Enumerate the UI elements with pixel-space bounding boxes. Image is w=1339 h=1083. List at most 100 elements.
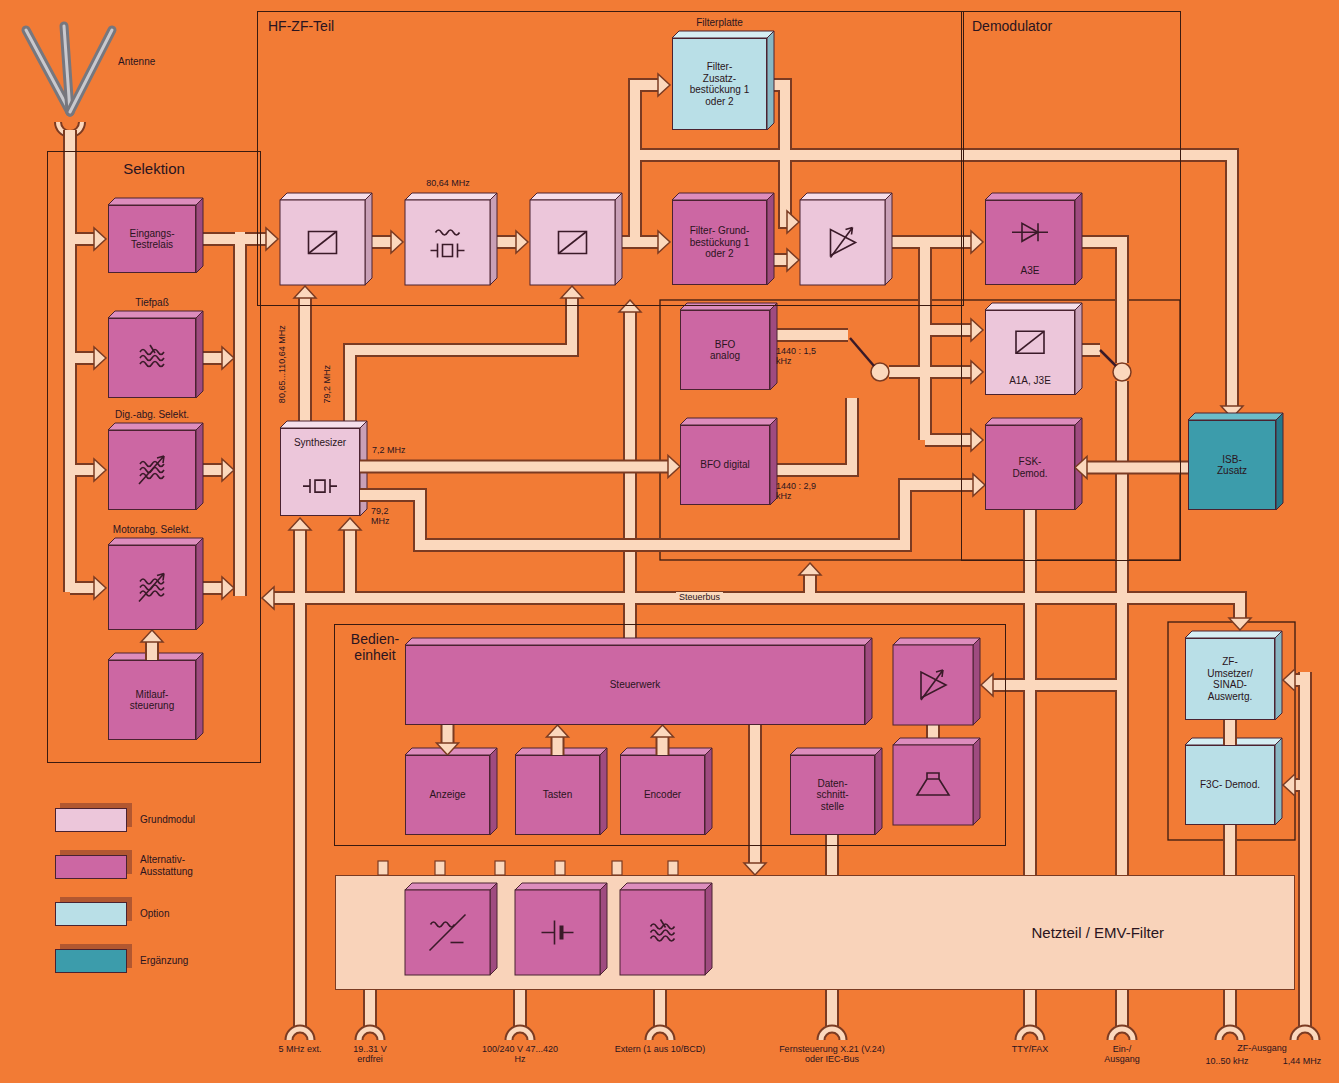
symbol-stroke [1016, 331, 1044, 353]
symbol-stroke [921, 670, 943, 700]
arrow-head [1283, 774, 1295, 796]
module-label: A3E [1021, 265, 1040, 277]
arrow-head [262, 587, 274, 609]
arrow-head [222, 347, 234, 369]
module-box: F3C- Demod. [1185, 745, 1275, 825]
band-outline [748, 725, 762, 865]
symbol-stroke [443, 245, 453, 257]
bevel-side [767, 193, 774, 285]
band-fill [196, 234, 268, 244]
group-heading: Netzteil / EMV-Filter [1031, 924, 1164, 941]
module-box: Tasten [515, 755, 600, 835]
signal-label: TTY/FAX [1000, 1044, 1060, 1054]
band-fill [1085, 463, 1188, 473]
module-box: BFO analog [680, 310, 770, 390]
signal-label: Ein-/ Ausgang [1094, 1044, 1150, 1065]
group-frame: Eingangs- TestrelaisTiefpaßDig.-abg. Sel… [48, 152, 260, 762]
module-box: Steuerwerk [405, 645, 865, 725]
bevel-side [1075, 303, 1082, 395]
band-outline [441, 725, 455, 745]
band-fill [365, 990, 375, 1026]
symbol-stroke [651, 924, 675, 929]
signal-label: 80,64 MHz [408, 178, 488, 188]
frames [26, 26, 1295, 875]
symbol-stroke [431, 244, 465, 258]
module-box: BFO digital [680, 425, 770, 505]
bevel-top [405, 638, 872, 645]
bevel-side [1276, 413, 1283, 510]
signal-label: 1440 : 1,5 kHz [776, 346, 824, 367]
band-fill [655, 990, 665, 1026]
bevel-side [770, 303, 777, 390]
module-face [405, 200, 490, 285]
arrow-head [222, 459, 234, 481]
bevel-top [280, 421, 367, 428]
bevel-top [515, 883, 607, 890]
vamp-symbol [831, 228, 856, 258]
signal-label: Fernsteuerung X.21 (V.24) oder IEC-Bus [777, 1044, 887, 1065]
group-heading: Demodulator [972, 18, 1052, 34]
symbol-stroke [139, 456, 164, 484]
band-outline [1223, 720, 1237, 745]
module-box: Tiefpaß [108, 318, 196, 398]
band-fill [147, 640, 157, 660]
module-box: Dig.-abg. Selekt. [108, 430, 196, 510]
band-fill [1300, 672, 1310, 1026]
module-box: A1A, J3E [985, 310, 1075, 395]
symbol-stroke [1022, 223, 1038, 241]
bevel-side [196, 653, 203, 740]
arrow-head [787, 211, 799, 233]
connectors [141, 456, 1230, 876]
bevel-side [885, 193, 892, 285]
module-label: BFO digital [700, 459, 749, 471]
module-label: FSK- Demod. [1000, 456, 1060, 479]
socket-outline [821, 1029, 843, 1040]
band-fill [295, 528, 305, 1026]
socket-fill [1294, 1029, 1316, 1040]
antenna-rod [70, 30, 112, 112]
band-outline [350, 296, 572, 428]
band-outline [918, 242, 932, 440]
band-fill [272, 598, 1240, 620]
socket-outline [359, 1029, 381, 1040]
bevel-top [790, 748, 882, 755]
bevel-top [1188, 413, 1283, 420]
band-outline [551, 735, 565, 755]
band-outline [889, 365, 973, 379]
arrow-head [1229, 618, 1251, 630]
mix-symbol [559, 232, 587, 254]
module-label: BFO analog [700, 339, 750, 362]
signal-label: 5 MHz ext. [270, 1044, 330, 1054]
group-heading: Bedien- einheit [345, 631, 405, 663]
band-outline [70, 351, 96, 365]
vamp-symbol [921, 670, 946, 700]
symbol-stroke [140, 579, 164, 584]
socket-fill [821, 1029, 843, 1040]
diode-symbol [1012, 223, 1048, 241]
bevel-side [365, 193, 372, 285]
module-block [893, 738, 980, 825]
bevel-top [405, 883, 497, 890]
band-fills [70, 74, 1305, 1026]
bevel-side [1075, 193, 1082, 285]
band-outline [360, 460, 670, 474]
symbol-stroke [831, 228, 853, 258]
acdc-symbol [430, 915, 466, 951]
arrow-head [141, 630, 163, 642]
signal-label: 79,2 MHz [371, 506, 401, 527]
module-block [405, 883, 497, 975]
symbol-stroke [436, 230, 460, 235]
band-outline [343, 528, 357, 598]
bevel-top [680, 303, 777, 310]
module-face [280, 200, 365, 285]
band-outline [635, 155, 1232, 408]
module-label: Anzeige [429, 789, 465, 801]
module-label: A1A, J3E [1009, 375, 1051, 387]
arrow-head [94, 228, 106, 250]
band-outline [770, 328, 848, 342]
module-box: Synthesizer [280, 428, 360, 516]
xtal2-symbol [303, 479, 337, 493]
power-supply-band: Netzteil / EMV-Filter [335, 875, 1295, 990]
symbol-stroke [927, 773, 939, 779]
band-fill [70, 465, 96, 475]
